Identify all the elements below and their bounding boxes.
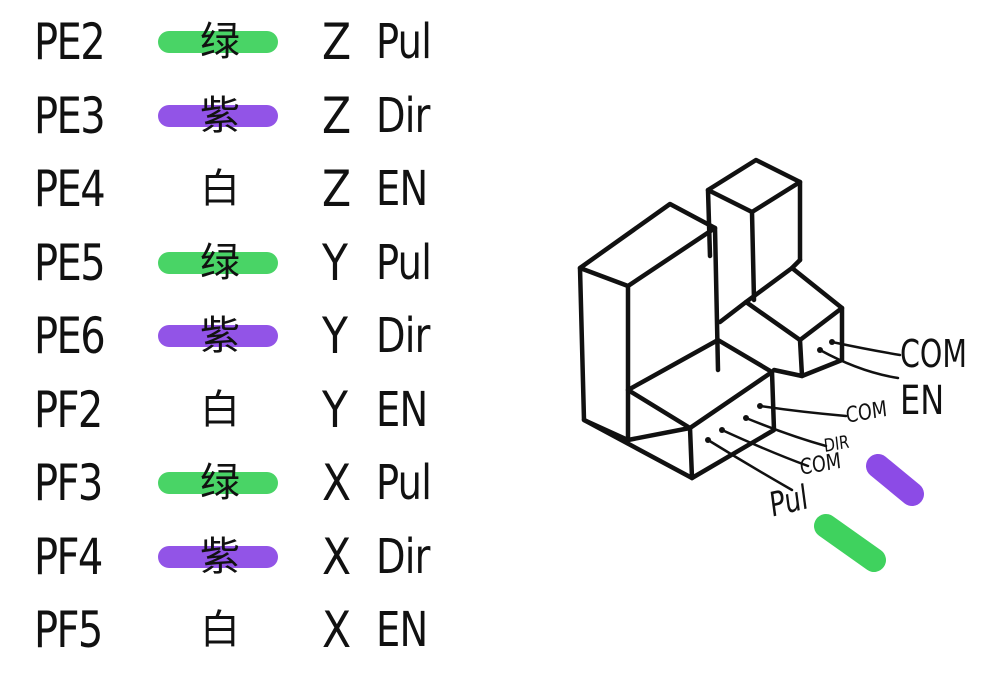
axis-label: Z	[322, 86, 352, 145]
signal-label: Dir	[376, 528, 430, 585]
signal-label: EN	[376, 381, 428, 438]
axis-label: Z	[322, 13, 352, 71]
pin-row: PF2 白 Y EN	[0, 376, 470, 442]
pin-name: PF4	[34, 527, 103, 586]
wire-color-label: 绿	[200, 239, 240, 286]
pin-row: PF4 紫 X Dir	[0, 523, 470, 589]
left-slab-outline	[577, 201, 718, 289]
signal-label: EN	[376, 602, 428, 658]
signal-label: Pul	[376, 455, 432, 511]
pin-row: PE4 白 Z EN	[0, 155, 470, 221]
axis-label: Z	[322, 160, 352, 218]
wire-color-swatch	[158, 31, 278, 53]
wire-color-label: 白	[200, 166, 240, 212]
wire-color-label: 紫	[200, 313, 240, 359]
pin-name: PE2	[34, 13, 106, 71]
pin-name: PF3	[34, 454, 103, 512]
wire-color-label: 白	[200, 607, 240, 653]
axis-label: Y	[322, 307, 348, 365]
upper-block-top	[743, 265, 845, 343]
pin-name: PE6	[34, 307, 106, 365]
axis-label: X	[322, 527, 352, 586]
pin-row: PE5 绿 Y Pul	[0, 229, 470, 295]
pin-row: PF5 白 X EN	[0, 596, 470, 662]
signal-label: Dir	[376, 87, 430, 144]
pin-row: PF3 绿 X Pul	[0, 449, 470, 515]
purple-wire-marker	[866, 454, 924, 506]
signal-label: Dir	[376, 308, 430, 364]
wire-color-swatch	[158, 472, 278, 494]
driver-box-sketch	[577, 157, 924, 572]
label-upper-en: EN	[900, 378, 945, 424]
wire-color-label: 紫	[200, 92, 240, 139]
wire-color-label: 紫	[200, 533, 240, 580]
pin-name: PF2	[34, 380, 103, 439]
wire-color-swatch	[158, 251, 278, 274]
axis-label: X	[322, 601, 352, 659]
pin-name: PE3	[34, 86, 106, 145]
signal-label: Pul	[376, 234, 432, 291]
lower-block-top	[625, 337, 775, 431]
pin-row: PE6 紫 Y Dir	[0, 302, 470, 368]
signal-label: EN	[376, 161, 428, 217]
left-slab-side	[712, 225, 721, 373]
green-wire-marker	[814, 514, 886, 572]
pin-row: PE3 紫 Z Dir	[0, 82, 470, 148]
signal-label: Pul	[376, 14, 432, 70]
wire-color-label: 白	[200, 386, 240, 433]
wire-color-label: 绿	[200, 19, 240, 65]
wire-color-swatch	[158, 104, 278, 127]
wire-color-swatch	[158, 325, 278, 347]
axis-label: X	[322, 454, 352, 512]
label-upper-com: COM	[900, 332, 967, 376]
axis-label: Y	[322, 380, 348, 439]
wire-color-label: 绿	[200, 460, 240, 506]
left-slab-front	[577, 265, 631, 443]
right-tower-top	[705, 157, 803, 215]
lower-block-front	[625, 425, 695, 481]
pin-row: PE2 绿 Z Pul	[0, 8, 470, 74]
pin-name: PF5	[34, 601, 103, 659]
wire-color-swatch	[158, 545, 278, 568]
pin-name: PE4	[34, 160, 106, 218]
axis-label: Y	[322, 233, 348, 292]
pin-name: PE5	[34, 233, 106, 292]
